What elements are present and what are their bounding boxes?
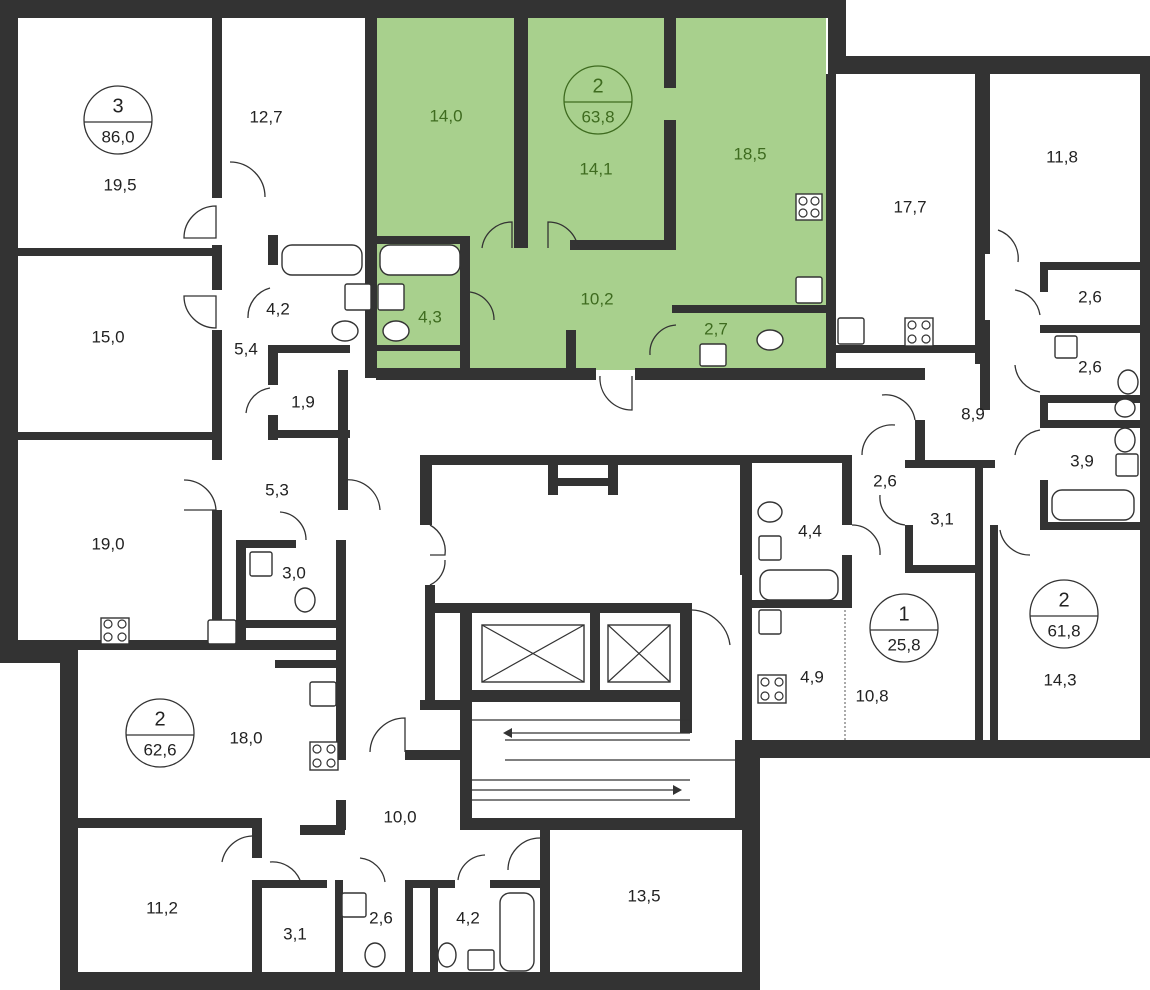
toilet-icon bbox=[1114, 427, 1136, 453]
room-area-label: 5,4 bbox=[234, 339, 258, 358]
toilet-icon bbox=[437, 942, 457, 968]
apartment-badge-circle bbox=[83, 85, 153, 155]
sink-icon bbox=[309, 681, 337, 707]
room-area-label: 8,9 bbox=[961, 404, 985, 423]
toilet-icon bbox=[756, 329, 784, 351]
sink-icon bbox=[377, 283, 405, 311]
stove-icon bbox=[904, 317, 934, 347]
apartment-total-area: 63,8 bbox=[581, 107, 614, 126]
room-area-label: 4,3 bbox=[418, 307, 442, 326]
room-area-label: 13,5 bbox=[627, 886, 660, 905]
room-area-label: 10,8 bbox=[855, 686, 888, 705]
room-area-label: 3,0 bbox=[282, 563, 306, 582]
room-area-label: 14,0 bbox=[429, 106, 462, 125]
room-area-label: 10,2 bbox=[580, 289, 613, 308]
sink-icon bbox=[699, 343, 727, 367]
fixtures bbox=[100, 193, 1139, 972]
room-area-label: 11,8 bbox=[1046, 147, 1078, 166]
apartment-badge-circle bbox=[869, 593, 939, 663]
room-area-label: 10,0 bbox=[383, 807, 416, 826]
room-area-label: 5,3 bbox=[265, 480, 289, 499]
apartment-badge-circle bbox=[125, 698, 195, 768]
room-area-label: 4,2 bbox=[456, 908, 480, 927]
sink-icon bbox=[795, 276, 823, 304]
sink-icon bbox=[1115, 453, 1139, 477]
stove-icon bbox=[309, 741, 339, 771]
room-area-label: 18,0 bbox=[229, 728, 262, 747]
doors bbox=[183, 161, 1041, 883]
sink-icon bbox=[758, 535, 782, 561]
apartment-total-area: 61,8 bbox=[1047, 621, 1080, 640]
sink-icon bbox=[1054, 335, 1078, 359]
room-area-label: 2,7 bbox=[704, 319, 728, 338]
apartment-total-area: 62,6 bbox=[143, 740, 176, 759]
apartment-rooms-count: 3 bbox=[112, 95, 123, 117]
bathtub-icon bbox=[379, 244, 461, 276]
stove-icon bbox=[757, 674, 787, 704]
staircase bbox=[472, 719, 735, 801]
bathtub-icon bbox=[499, 892, 535, 972]
sink-icon bbox=[207, 619, 237, 645]
bathtub-icon bbox=[759, 569, 839, 601]
room-area-label: 4,4 bbox=[798, 521, 822, 540]
apartment-badge[interactable]: 263,8 bbox=[563, 65, 633, 135]
apartment-total-area: 25,8 bbox=[887, 635, 920, 654]
toilet-icon bbox=[331, 320, 359, 342]
apartment-rooms-count: 1 bbox=[898, 603, 909, 625]
sink-icon bbox=[467, 949, 495, 971]
room-area-label: 12,7 bbox=[249, 107, 282, 126]
bathtub-icon bbox=[1051, 489, 1135, 521]
sink-icon bbox=[341, 892, 367, 918]
room-area-label: 4,9 bbox=[800, 667, 824, 686]
room-area-label: 3,9 bbox=[1070, 451, 1094, 470]
room-area-label: 19,5 bbox=[103, 175, 136, 194]
sink-icon bbox=[837, 317, 865, 345]
room-area-label: 2,6 bbox=[873, 471, 897, 490]
bathtub-icon bbox=[281, 244, 363, 276]
room-labels: 19,512,715,04,25,41,95,319,03,014,014,11… bbox=[91, 106, 1101, 943]
room-area-label: 3,1 bbox=[930, 509, 954, 528]
room-area-label: 3,1 bbox=[283, 924, 307, 943]
apartment-badge[interactable]: 261,8 bbox=[1029, 579, 1099, 649]
apartment-rooms-count: 2 bbox=[154, 708, 165, 730]
toilet-icon bbox=[294, 587, 316, 613]
apartment-badge[interactable]: 386,0 bbox=[83, 85, 153, 155]
apartment-badge-circle bbox=[563, 65, 633, 135]
room-area-label: 4,2 bbox=[266, 299, 290, 318]
stove-icon bbox=[100, 617, 130, 645]
room-area-label: 2,6 bbox=[1078, 287, 1102, 306]
toilet-icon bbox=[382, 320, 410, 342]
apartment-rooms-count: 2 bbox=[1058, 589, 1069, 611]
apartment-badge-circle bbox=[1029, 579, 1099, 649]
room-area-label: 18,5 bbox=[733, 144, 766, 163]
stove-icon bbox=[795, 193, 823, 221]
sink-icon bbox=[249, 551, 273, 577]
room-area-label: 11,2 bbox=[146, 898, 178, 917]
room-area-label: 17,7 bbox=[893, 197, 926, 216]
room-area-label: 2,6 bbox=[1078, 357, 1102, 376]
room-area-label: 14,3 bbox=[1043, 670, 1076, 689]
room-area-label: 14,1 bbox=[579, 159, 612, 178]
sink-icon bbox=[758, 609, 782, 635]
toilet-icon bbox=[364, 942, 386, 968]
elevators bbox=[481, 624, 671, 683]
room-area-label: 15,0 bbox=[91, 327, 124, 346]
room-area-label: 1,9 bbox=[291, 392, 315, 411]
apartment-badge[interactable]: 262,6 bbox=[125, 698, 195, 768]
sink-icon bbox=[344, 283, 372, 311]
room-area-label: 19,0 bbox=[91, 534, 124, 553]
toilet-icon bbox=[1114, 398, 1136, 418]
apartment-badge[interactable]: 125,8 bbox=[869, 593, 939, 663]
toilet-icon bbox=[1117, 369, 1139, 395]
room-area-label: 2,6 bbox=[369, 908, 393, 927]
apartment-rooms-count: 2 bbox=[592, 75, 603, 97]
toilet-icon bbox=[757, 501, 783, 523]
apartment-total-area: 86,0 bbox=[101, 127, 134, 146]
